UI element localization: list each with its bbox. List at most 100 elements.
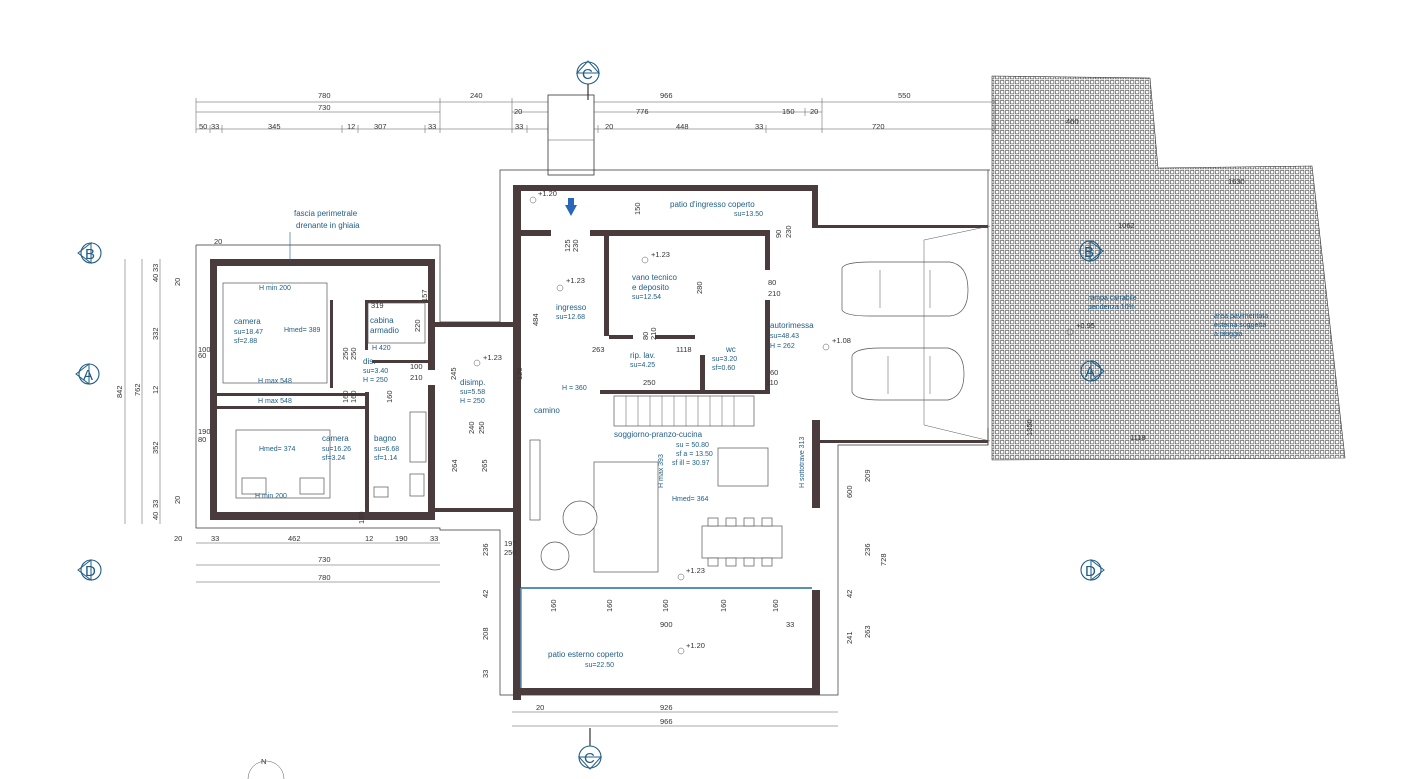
svg-text:1630: 1630 <box>1228 177 1245 186</box>
room-patio-esterno: patio esterno coperto <box>548 650 624 659</box>
svg-text:60: 60 <box>770 368 778 377</box>
svg-text:pendenza 10%: pendenza 10% <box>1088 304 1135 311</box>
svg-text:209: 209 <box>863 469 872 482</box>
svg-text:100: 100 <box>410 362 423 371</box>
svg-text:H = 262: H = 262 <box>770 343 795 350</box>
svg-text:su=5.58: su=5.58 <box>460 389 485 396</box>
wardrobe <box>367 302 426 344</box>
svg-text:728: 728 <box>879 553 888 566</box>
svg-text:su=22.50: su=22.50 <box>585 662 614 669</box>
sofa <box>593 461 659 573</box>
svg-text:+1.20: +1.20 <box>686 641 705 650</box>
svg-text:250: 250 <box>477 421 486 434</box>
svg-text:D: D <box>85 563 96 580</box>
room-ingresso: ingresso <box>556 303 587 312</box>
svg-text:+1.20: +1.20 <box>538 189 557 198</box>
svg-text:sf=0.60: sf=0.60 <box>712 365 735 372</box>
svg-text:A: A <box>1085 364 1095 381</box>
svg-text:su=4.25: su=4.25 <box>630 362 655 369</box>
svg-text:B: B <box>85 246 95 263</box>
dim-33c: 33 <box>515 122 523 131</box>
svg-text:250: 250 <box>349 347 358 360</box>
left-dimensions: 33 40 20 332 762 842 12 352 20 40 33 <box>115 259 182 524</box>
svg-text:sf ill = 30.97: sf ill = 30.97 <box>672 460 710 467</box>
svg-text:250: 250 <box>341 347 350 360</box>
svg-text:80: 80 <box>641 332 650 340</box>
svg-text:926: 926 <box>660 703 673 712</box>
svg-text:319: 319 <box>371 301 384 310</box>
svg-text:250: 250 <box>643 378 656 387</box>
svg-text:H = 250: H = 250 <box>460 398 485 405</box>
section-marker-d-left: D <box>77 558 102 582</box>
svg-text:H max 548: H max 548 <box>258 398 292 405</box>
svg-text:40: 40 <box>151 512 160 520</box>
dim-33d: 33 <box>755 122 763 131</box>
svg-text:730: 730 <box>318 555 331 564</box>
bottom-dimensions: 20 33 462 12 190 33 730 780 20 926 966 <box>174 534 838 727</box>
kitchen-counter <box>529 439 541 521</box>
svg-text:+1.23: +1.23 <box>686 566 705 575</box>
svg-text:D: D <box>1085 563 1096 580</box>
dim-20a: 20 <box>514 107 522 116</box>
svg-text:280: 280 <box>695 281 704 294</box>
svg-text:250: 250 <box>504 548 517 557</box>
svg-text:484: 484 <box>531 313 540 326</box>
svg-text:160: 160 <box>661 599 670 612</box>
svg-text:900: 900 <box>660 620 673 629</box>
svg-text:H min 200: H min 200 <box>255 493 287 500</box>
svg-text:sf a = 13.50: sf a = 13.50 <box>676 451 713 458</box>
room-autorimessa: autorimessa <box>770 321 814 330</box>
bathtub <box>409 411 427 463</box>
svg-text:264: 264 <box>450 459 459 472</box>
svg-text:160: 160 <box>357 511 366 524</box>
dim-966: 966 <box>660 91 673 100</box>
section-marker-d-right: D <box>1080 558 1105 582</box>
svg-text:+0.95: +0.95 <box>1076 321 1095 330</box>
dim-20c: 20 <box>605 122 613 131</box>
room-bagno: bagno <box>374 434 397 443</box>
section-marker-c-top: C <box>575 60 601 100</box>
svg-text:H 420: H 420 <box>372 345 391 352</box>
section-marker-a-right: A <box>1080 359 1105 383</box>
paved-ramp-area <box>991 75 1346 461</box>
svg-text:263: 263 <box>863 625 872 638</box>
svg-text:80: 80 <box>768 278 776 287</box>
svg-text:42: 42 <box>481 590 490 598</box>
svg-text:e deposito: e deposito <box>632 283 669 292</box>
svg-text:230: 230 <box>571 239 580 252</box>
room-wc: wc <box>725 345 736 354</box>
svg-text:197: 197 <box>504 539 517 548</box>
dim-720: 720 <box>872 122 885 131</box>
svg-text:1062: 1062 <box>1118 221 1135 230</box>
svg-text:780: 780 <box>318 573 331 582</box>
svg-text:210: 210 <box>410 373 423 382</box>
room-camera-1: camera <box>234 317 261 326</box>
svg-text:Hmed= 374: Hmed= 374 <box>259 446 295 453</box>
svg-text:90: 90 <box>774 230 783 238</box>
section-marker-b-left: B <box>77 241 102 265</box>
svg-text:H = 360: H = 360 <box>562 385 587 392</box>
bedroom-wing-walls <box>210 259 435 520</box>
svg-text:110: 110 <box>766 378 778 387</box>
svg-text:armadio: armadio <box>370 326 399 335</box>
interior-dimensions: 20 319 157 220 120 100 210 245 240 250 2… <box>198 117 1245 678</box>
svg-text:H max 393: H max 393 <box>658 454 665 488</box>
room-rip-lav: rip. lav. <box>630 351 655 360</box>
svg-text:160: 160 <box>349 390 358 403</box>
dim-307: 307 <box>374 122 387 131</box>
top-dimensions: 780 240 966 550 730 20 776 150 20 50 33 … <box>195 91 996 133</box>
svg-text:su=16.26: su=16.26 <box>322 446 351 453</box>
dim-20b: 20 <box>810 107 818 116</box>
svg-text:245: 245 <box>449 367 458 380</box>
svg-text:12: 12 <box>151 386 160 394</box>
svg-text:230: 230 <box>784 225 793 238</box>
svg-text:842: 842 <box>115 385 124 398</box>
section-marker-b-right: B <box>1079 239 1104 263</box>
svg-text:H = 250: H = 250 <box>363 377 388 384</box>
svg-text:33: 33 <box>786 620 794 629</box>
fascia-line2: drenante in ghiaia <box>296 221 360 230</box>
svg-text:su=48.43: su=48.43 <box>770 333 799 340</box>
svg-text:C: C <box>584 750 595 767</box>
svg-text:1350: 1350 <box>1025 419 1034 436</box>
